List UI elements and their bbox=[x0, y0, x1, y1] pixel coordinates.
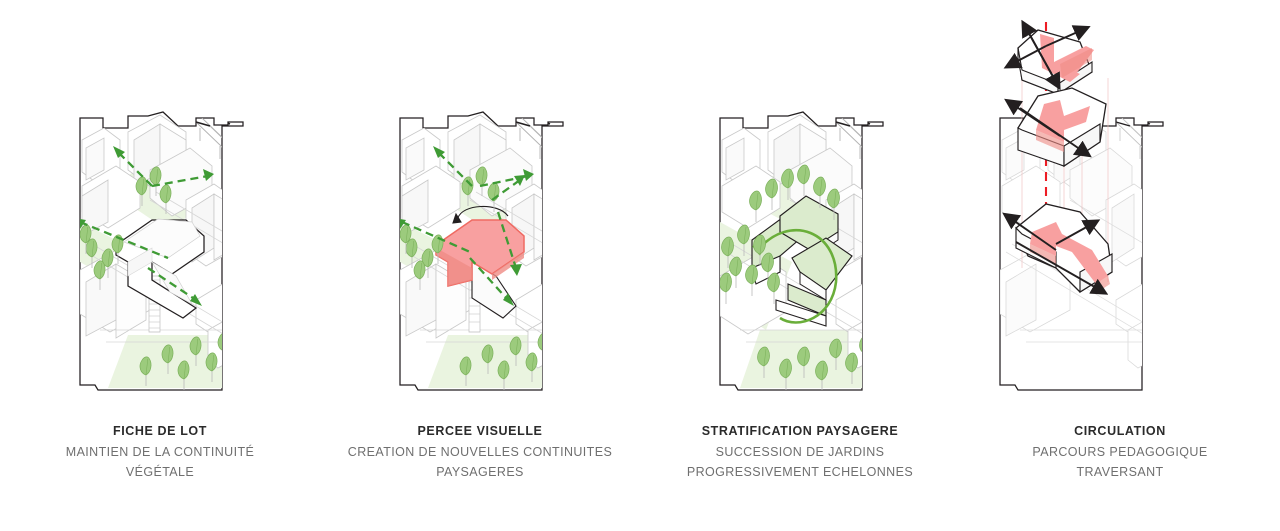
green-arrow-heads bbox=[80, 146, 214, 306]
panel-1-figure bbox=[0, 0, 320, 410]
panel-3-title: STRATIFICATION PAYSAGERE bbox=[701, 424, 899, 438]
panel-4-caption: CIRCULATION PARCOURS PEDAGOGIQUE TRAVERS… bbox=[970, 422, 1270, 482]
level-2-plate bbox=[1004, 87, 1107, 168]
panel-3-subtitle-line-2: PROGRESSIVEMENT ECHELONNES bbox=[686, 464, 914, 479]
level-3-arrows bbox=[1021, 19, 1061, 91]
panel-4-title: CIRCULATION bbox=[1074, 424, 1166, 438]
green-continuity-arrows bbox=[80, 151, 209, 301]
green-arrow-heads bbox=[400, 146, 534, 306]
diagram-panel-1: FICHE DE LOT MAINTIEN DE LA CONTINUITÉ V… bbox=[0, 0, 320, 531]
diagram-panel-3: STRATIFICATION PAYSAGERE SUCCESSION DE J… bbox=[640, 0, 960, 531]
curved-green-arrow bbox=[757, 229, 838, 324]
level-1-plate bbox=[1002, 203, 1113, 295]
panel-2-subtitle-line-1: CREATION DE NOUVELLES CONTINUITES bbox=[347, 445, 613, 460]
panel-3-caption: STRATIFICATION PAYSAGERE SUCCESSION DE J… bbox=[650, 422, 950, 482]
level-3-plate bbox=[1003, 19, 1094, 96]
panel-2-figure bbox=[320, 0, 640, 410]
panel-4-subtitle-line-2: TRAVERSANT bbox=[1076, 464, 1164, 479]
panel-2-title: PERCEE VISUELLE bbox=[417, 424, 543, 438]
subject-building-highlight bbox=[435, 219, 525, 287]
panel-2-caption: PERCEE VISUELLE CREATION DE NOUVELLES CO… bbox=[330, 422, 630, 482]
panel-1-subtitle-line-2: VÉGÉTALE bbox=[125, 464, 195, 479]
panel-1-subtitle-line-1: MAINTIEN DE LA CONTINUITÉ bbox=[65, 445, 255, 460]
panel-1-title: FICHE DE LOT bbox=[112, 424, 207, 438]
rotation-arc bbox=[452, 205, 509, 224]
panel-2-subtitle-line-2: PAYSAGERES bbox=[436, 464, 524, 479]
panel-3-subtitle-line-1: SUCCESSION DE JARDINS bbox=[715, 445, 885, 460]
panel-1-caption: FICHE DE LOT MAINTIEN DE LA CONTINUITÉ V… bbox=[10, 422, 310, 482]
level-2-arrows bbox=[1004, 98, 1092, 158]
panel-4-figure bbox=[960, 0, 1280, 410]
panel-4-subtitle-line-1: PARCOURS PEDAGOGIQUE bbox=[1032, 445, 1208, 460]
diagram-panel-2: PERCEE VISUELLE CREATION DE NOUVELLES CO… bbox=[320, 0, 640, 531]
level-1-arrows bbox=[1002, 212, 1109, 295]
panel-3-figure bbox=[640, 0, 960, 410]
diagram-panel-4: CIRCULATION PARCOURS PEDAGOGIQUE TRAVERS… bbox=[960, 0, 1280, 531]
